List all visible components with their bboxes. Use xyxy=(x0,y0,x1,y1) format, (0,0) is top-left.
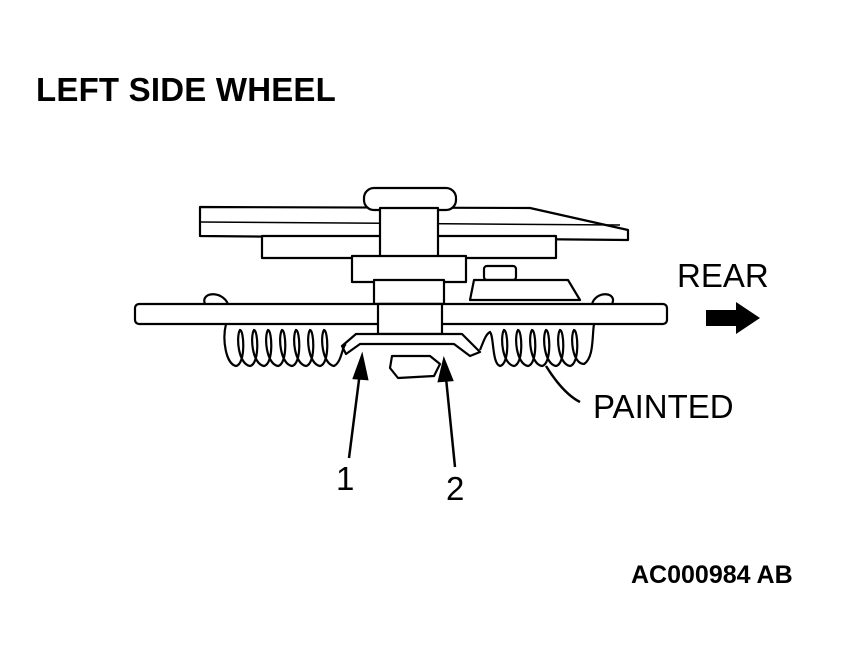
lower-nut xyxy=(388,354,442,380)
figure-code: AC000984 AB xyxy=(631,561,793,589)
left-spring xyxy=(223,323,347,368)
collar xyxy=(350,254,468,284)
callout-2-arrowhead xyxy=(437,355,454,383)
painted-label: PAINTED xyxy=(593,388,734,425)
callout-2: 2 xyxy=(446,470,465,507)
arrow-right-icon xyxy=(706,302,760,334)
bolt-head xyxy=(362,186,458,212)
small-nut xyxy=(482,264,518,282)
callout-1-leader xyxy=(347,371,362,459)
callout-1: 1 xyxy=(336,460,355,497)
callout-1-arrowhead xyxy=(352,351,369,381)
callout-2-leader xyxy=(444,377,457,468)
painted-leader xyxy=(544,365,581,404)
bolt-shaft xyxy=(378,206,440,260)
rear-label: REAR xyxy=(677,257,769,294)
retaining-clip xyxy=(340,332,482,358)
diagram-title: LEFT SIDE WHEEL xyxy=(36,71,336,108)
right-spring xyxy=(478,323,596,368)
